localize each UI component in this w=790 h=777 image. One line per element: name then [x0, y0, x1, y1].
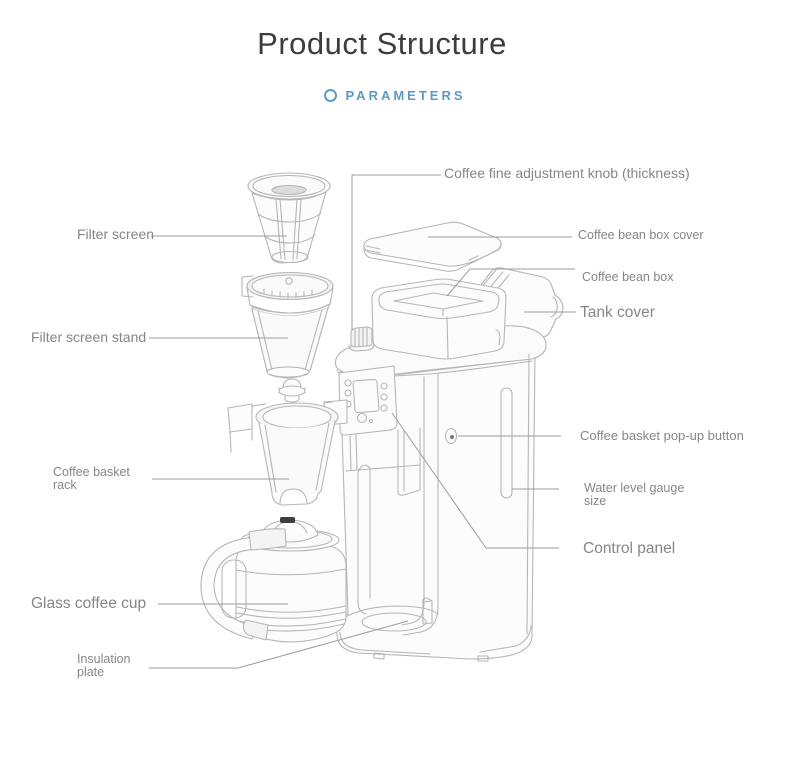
label-popup-button: Coffee basket pop-up button — [580, 428, 744, 443]
label-basket-rack-line1: Coffee basket — [53, 465, 130, 479]
label-insulation-plate: Insulation plate — [77, 653, 131, 679]
callout-lines — [149, 174, 576, 669]
control-panel-drawing — [338, 365, 398, 436]
glass-cup-drawing — [200, 517, 347, 643]
page-title: Product Structure — [257, 26, 507, 61]
bean-box-cover-drawing — [363, 221, 502, 272]
label-water-level-gauge-line2: size — [584, 494, 607, 508]
filter-screen-stand-drawing — [241, 271, 334, 379]
popup-button-drawing — [444, 427, 458, 445]
label-bean-box-cover: Coffee bean box cover — [578, 228, 704, 242]
circle-outline-icon — [324, 89, 338, 102]
label-filter-screen-stand: Filter screen stand — [31, 329, 147, 345]
label-water-level-gauge: Water level gauge size — [584, 482, 684, 508]
label-water-level-gauge-line1: Water level gauge — [584, 481, 685, 495]
basket-rack-drawing — [227, 399, 348, 506]
label-basket-rack: Coffee basket rack — [53, 466, 130, 492]
label-filter-screen: Filter screen — [77, 226, 155, 242]
label-insulation-plate-line2: plate — [77, 665, 105, 679]
label-adjustment-knob: Coffee fine adjustment knob (thickness) — [444, 165, 690, 181]
callout-insulation-plate — [149, 620, 409, 669]
water-level-gauge-drawing — [500, 387, 513, 499]
callout-bean-box — [446, 268, 575, 297]
filter-screen-drawing — [247, 172, 331, 264]
adjustment-knob-drawing — [348, 326, 375, 352]
callout-control-panel — [391, 412, 559, 549]
label-insulation-plate-line1: Insulation — [77, 652, 131, 666]
label-tank-cover: Tank cover — [580, 304, 655, 321]
label-basket-rack-line2: rack — [53, 478, 77, 492]
label-bean-box: Coffee bean box — [582, 270, 674, 284]
label-glass-cup: Glass coffee cup — [31, 595, 147, 612]
callout-adjustment-knob — [351, 174, 441, 330]
parameters-label: PARAMETERS — [345, 88, 466, 103]
label-control-panel: Control panel — [583, 540, 676, 557]
parameters-subtitle: PARAMETERS — [0, 88, 790, 103]
bean-box-drawing — [371, 278, 507, 360]
valve-piece-drawing — [278, 378, 306, 403]
